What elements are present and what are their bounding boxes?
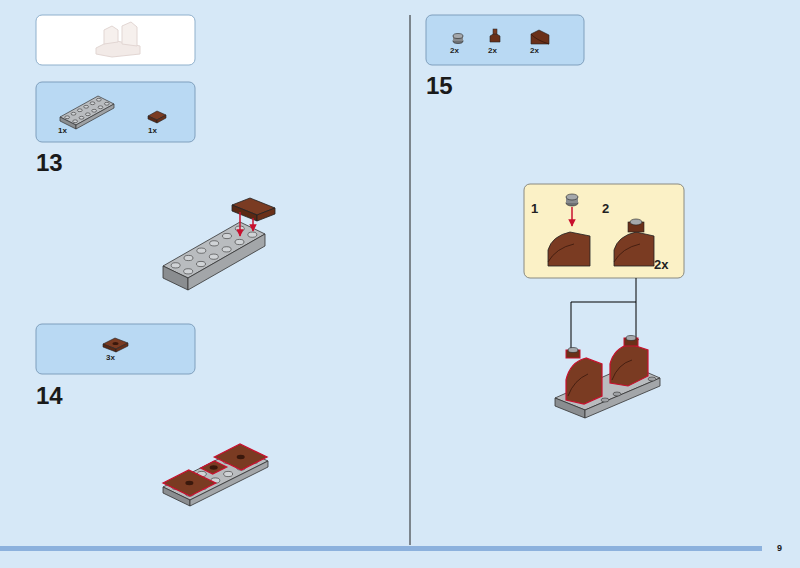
parts-panel — [36, 324, 195, 374]
subassembly-step2 — [614, 219, 654, 266]
part-count: 2x — [450, 47, 459, 55]
stud — [209, 254, 218, 259]
page-bar — [0, 546, 762, 551]
jumper-tile — [201, 461, 227, 474]
stud — [65, 116, 70, 119]
subassembly-panel — [524, 184, 684, 278]
jumper-tile — [163, 470, 216, 496]
subassembly-step1 — [548, 194, 590, 266]
substep-number: 2 — [602, 202, 609, 215]
previous-model-panel — [36, 15, 195, 65]
step15-model — [555, 336, 660, 419]
stud — [210, 241, 219, 246]
part-count: 2x — [488, 47, 497, 55]
step-number: 15 — [426, 74, 453, 98]
curved-slope-icon — [531, 30, 549, 44]
faded-model — [96, 22, 140, 57]
stud — [98, 106, 103, 109]
stud — [171, 263, 180, 268]
part-count: 2x — [654, 258, 668, 271]
tile-icon — [148, 111, 166, 123]
jumper-stud — [237, 455, 245, 459]
stud — [92, 109, 97, 112]
bracket-icon — [490, 29, 500, 42]
step14-plate — [163, 444, 268, 506]
stud — [85, 113, 90, 116]
parts-panel — [426, 15, 584, 65]
page-divider — [410, 15, 411, 545]
stud — [79, 116, 84, 119]
jumper-stud — [210, 465, 218, 469]
round-plate-icon — [453, 34, 463, 44]
stud — [235, 239, 244, 244]
step-number: 13 — [36, 151, 63, 175]
jumper-tile — [214, 444, 267, 470]
stud — [222, 233, 231, 238]
stud — [90, 102, 95, 105]
parts-panel — [36, 82, 195, 142]
substep-number: 1 — [531, 202, 538, 215]
part-count: 3x — [106, 354, 115, 362]
stud — [248, 232, 257, 237]
stud — [184, 255, 193, 260]
parts-box: 1x 1x — [36, 82, 195, 142]
stud — [184, 269, 193, 274]
jumper-stud — [185, 481, 193, 485]
step-number: 14 — [36, 384, 63, 408]
stud — [96, 98, 101, 101]
stud — [222, 247, 231, 252]
stud — [84, 105, 89, 108]
page-number: 9 — [777, 544, 782, 553]
jumper-icon — [103, 338, 128, 352]
stud — [71, 112, 76, 115]
part-count: 1x — [148, 127, 157, 135]
stud — [224, 471, 233, 476]
part-count: 1x — [58, 127, 67, 135]
parts-box: 2x 2x 2x — [426, 15, 584, 65]
subassembly-box: 1 2 2x — [524, 184, 684, 278]
step13-tile — [232, 198, 275, 236]
stud — [104, 102, 109, 105]
step13-plate — [163, 222, 265, 290]
stud — [73, 120, 78, 123]
stud — [77, 109, 82, 112]
stud — [196, 261, 205, 266]
stud — [197, 248, 206, 253]
plate-icon — [60, 96, 114, 129]
parts-box: 3x — [36, 324, 195, 374]
part-count: 2x — [530, 47, 539, 55]
